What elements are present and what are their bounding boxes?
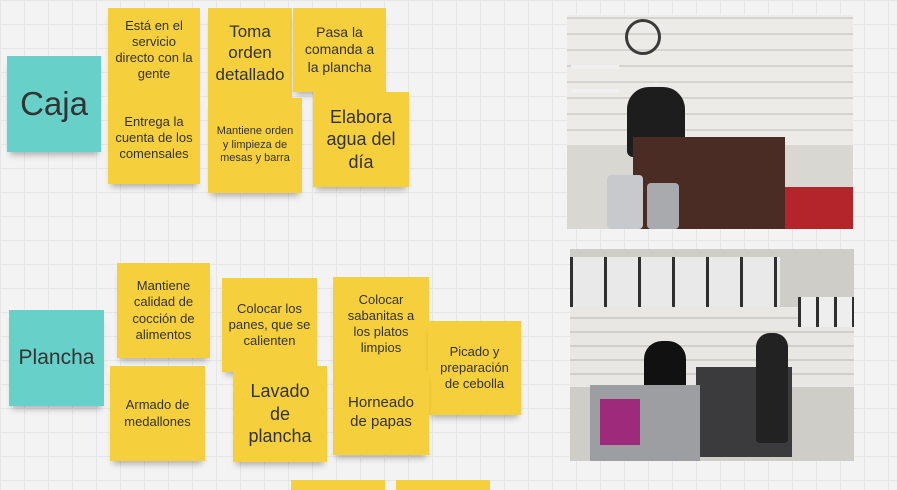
sticky-note-text: Lavado de plancha xyxy=(248,381,312,447)
sticky-note[interactable]: Colocar sabanitas a los platos limpios xyxy=(333,277,429,371)
steel-pot xyxy=(647,183,679,229)
sticky-note-text: Pasa la comanda a la plancha xyxy=(304,23,375,75)
sticky-note[interactable]: Pasa la comanda a la plancha xyxy=(293,8,386,92)
window-bars xyxy=(570,257,780,307)
sticky-note[interactable]: Mantiene orden y limpieza de mesas y bar… xyxy=(208,98,302,193)
group-header-label: Caja xyxy=(20,85,88,123)
sticky-note[interactable]: Lavado de plancha xyxy=(233,366,327,462)
sticky-note[interactable]: Colocar los panes, que se calienten xyxy=(222,278,317,372)
group-header-caja[interactable]: Caja xyxy=(7,56,101,152)
group-header-plancha[interactable]: Plancha xyxy=(9,310,104,406)
sticky-note-text: Picado y preparación de cebolla xyxy=(440,343,509,392)
kitchen-grill-photo[interactable] xyxy=(570,249,854,461)
sticky-note[interactable]: Picado y preparación de cebolla xyxy=(428,321,521,415)
sticky-note[interactable]: Entrega la cuenta de los comensales xyxy=(108,92,200,184)
window-bars-right xyxy=(798,297,854,327)
sticky-note-partial[interactable] xyxy=(396,480,490,490)
sticky-note-text: Toma orden detallado xyxy=(215,22,285,84)
sticky-note-partial[interactable] xyxy=(291,480,385,490)
sticky-note-text: Elabora agua del día xyxy=(326,106,396,172)
wall-fan-icon xyxy=(625,19,661,55)
cook-person-right xyxy=(756,333,788,443)
sticky-note[interactable]: Elabora agua del día xyxy=(313,92,409,187)
sticky-note-text: Horneado de papas xyxy=(348,394,414,430)
group-header-label: Plancha xyxy=(18,345,95,369)
sticky-note-text: Mantiene orden y limpieza de mesas y bar… xyxy=(216,124,294,165)
sticky-note[interactable]: Mantiene calidad de cocción de alimentos xyxy=(117,263,210,358)
brick-wall-area xyxy=(567,15,853,145)
sticky-note-text: Armado de medallones xyxy=(124,397,191,429)
sticky-note-text: Mantiene calidad de cocción de alimentos xyxy=(132,278,195,342)
red-seat xyxy=(785,187,853,229)
blender xyxy=(607,175,643,229)
sticky-note[interactable]: Está en el servicio directo con la gente xyxy=(108,8,200,92)
sticky-note[interactable]: Armado de medallones xyxy=(110,366,205,461)
sticky-note-text: Colocar sabanitas a los platos limpios xyxy=(347,291,415,356)
sticky-note-text: Colocar los panes, que se calienten xyxy=(228,300,311,349)
magenta-cabinet xyxy=(600,399,640,445)
kitchen-cashier-photo[interactable] xyxy=(567,15,853,229)
sticky-note-text: Está en el servicio directo con la gente xyxy=(115,17,193,82)
sticky-note-text: Entrega la cuenta de los comensales xyxy=(115,113,193,162)
sticky-note[interactable]: Horneado de papas xyxy=(333,371,429,455)
sticky-note[interactable]: Toma orden detallado xyxy=(208,8,292,98)
wall-shelf xyxy=(571,65,619,69)
